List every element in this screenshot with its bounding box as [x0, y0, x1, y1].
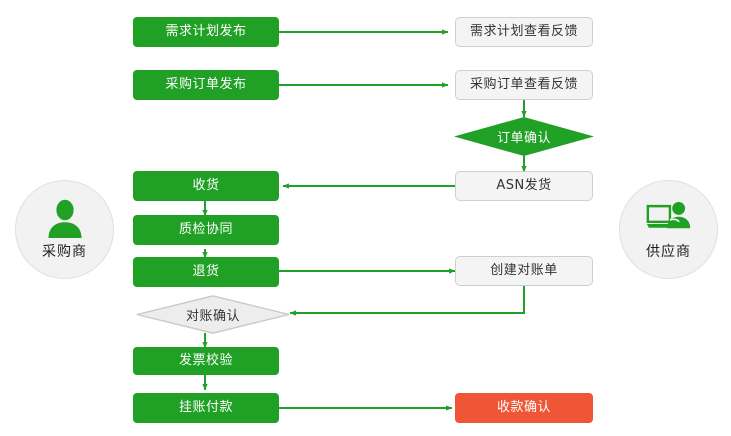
node-label: 收货	[192, 177, 220, 193]
node-label: ASN发货	[496, 177, 552, 193]
actor-supplier: 供应商	[619, 180, 718, 279]
node-order-confirm[interactable]: 订单确认	[454, 117, 594, 156]
node-label: 收款确认	[496, 399, 551, 415]
node-return-goods[interactable]: 退货	[133, 257, 279, 287]
node-demand-plan-publish[interactable]: 需求计划发布	[133, 17, 279, 47]
diamond-shape-green	[454, 117, 594, 156]
diamond-shape-light	[136, 295, 290, 334]
node-statement-confirm[interactable]: 对账确认	[136, 295, 290, 334]
node-label: 订单确认	[496, 131, 551, 146]
edge-statement-to-confirm	[289, 286, 525, 316]
node-label: 需求计划发布	[165, 23, 247, 39]
node-label: 对账确认	[185, 309, 240, 324]
node-quality-collab[interactable]: 质检协同	[133, 215, 279, 245]
node-payable-payment[interactable]: 挂账付款	[133, 393, 279, 423]
node-label: 创建对账单	[490, 262, 558, 278]
node-label: 挂账付款	[178, 399, 233, 415]
node-demand-plan-feedback[interactable]: 需求计划查看反馈	[455, 17, 593, 47]
node-create-statement[interactable]: 创建对账单	[455, 256, 593, 286]
node-receive-goods[interactable]: 收货	[133, 171, 279, 201]
actor-buyer-label: 采购商	[42, 243, 87, 260]
node-label: 采购订单查看反馈	[469, 76, 578, 92]
node-label: 质检协同	[178, 221, 233, 237]
node-po-feedback[interactable]: 采购订单查看反馈	[455, 70, 593, 100]
actor-buyer: 采购商	[15, 180, 114, 279]
node-invoice-verify[interactable]: 发票校验	[133, 347, 279, 375]
node-label: 退货	[192, 263, 220, 279]
node-label: 采购订单发布	[165, 76, 247, 92]
node-po-publish[interactable]: 采购订单发布	[133, 70, 279, 100]
node-label: 需求计划查看反馈	[469, 23, 578, 39]
person-icon	[48, 199, 81, 238]
node-receipt-confirm[interactable]: 收款确认	[455, 393, 593, 423]
node-asn-ship[interactable]: ASN发货	[455, 171, 593, 201]
node-label: 发票校验	[178, 352, 233, 368]
person-at-computer-icon	[646, 201, 690, 228]
actor-supplier-label: 供应商	[646, 243, 691, 260]
